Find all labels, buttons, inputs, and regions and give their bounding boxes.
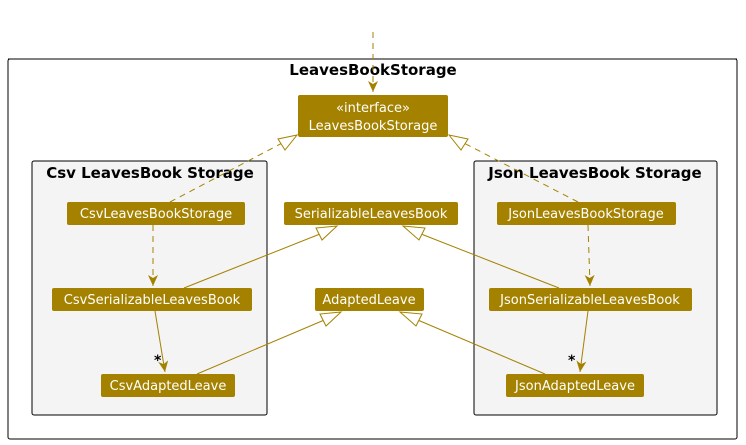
interface-stereotype: «interface» — [336, 101, 410, 116]
class-jsonadaptedleave-label: JsonAdaptedLeave — [514, 379, 635, 394]
class-csvadaptedleave[interactable]: CsvAdaptedLeave — [101, 374, 235, 397]
class-jsonserializableleavesbook-label: JsonSerializableLeavesBook — [499, 293, 680, 308]
class-csvserializableleavesbook[interactable]: CsvSerializableLeavesBook — [52, 288, 252, 311]
edge-csv-adapted-extends-head — [319, 311, 343, 327]
csv-package-title: Csv LeavesBook Storage — [46, 164, 254, 182]
edge-json-realizes-interface — [459, 140, 579, 203]
class-csvadaptedleave-label: CsvAdaptedLeave — [110, 379, 227, 394]
class-adaptedleave-label: AdaptedLeave — [322, 293, 415, 308]
class-jsonserializableleavesbook[interactable]: JsonSerializableLeavesBook — [489, 288, 692, 311]
edge-json-realizes-head — [447, 134, 469, 151]
multiplicity-csv-adapted: * — [154, 353, 162, 369]
class-csvleavesbookstorage-label: CsvLeavesBookStorage — [80, 207, 232, 222]
class-serializableleavesbook[interactable]: SerializableLeavesBook — [284, 202, 458, 225]
class-jsonleavesbookstorage-label: JsonLeavesBookStorage — [507, 207, 663, 222]
interface-name: LeavesBookStorage — [309, 119, 438, 134]
edge-csv-serializable-to-adapted — [154, 310, 169, 373]
class-leavesbookstorage-interface[interactable]: «interface» LeavesBookStorage — [298, 95, 448, 137]
class-adaptedleave[interactable]: AdaptedLeave — [315, 288, 424, 311]
edge-json-adapted-extends-head — [398, 311, 423, 327]
json-package-title: Json LeavesBook Storage — [487, 164, 701, 182]
class-csvleavesbookstorage[interactable]: CsvLeavesBookStorage — [67, 202, 245, 225]
edge-json-serializable-to-adapted — [576, 310, 589, 373]
multiplicity-json-adapted: * — [568, 353, 576, 369]
edge-json-adapted-extends — [412, 317, 546, 375]
edge-csv-serializable-extends-head — [315, 225, 339, 241]
edge-csv-realizes-head — [277, 134, 299, 151]
edge-json-serializable-extends-head — [401, 225, 426, 241]
edge-csv-adapted-extends — [196, 317, 330, 375]
edge-csv-serializable-extends — [183, 231, 326, 289]
class-jsonadaptedleave[interactable]: JsonAdaptedLeave — [506, 374, 644, 397]
edge-json-serializable-extends — [415, 231, 560, 289]
class-csvserializableleavesbook-label: CsvSerializableLeavesBook — [64, 293, 241, 308]
class-serializableleavesbook-label: SerializableLeavesBook — [295, 207, 448, 222]
class-jsonleavesbookstorage[interactable]: JsonLeavesBookStorage — [497, 202, 676, 225]
